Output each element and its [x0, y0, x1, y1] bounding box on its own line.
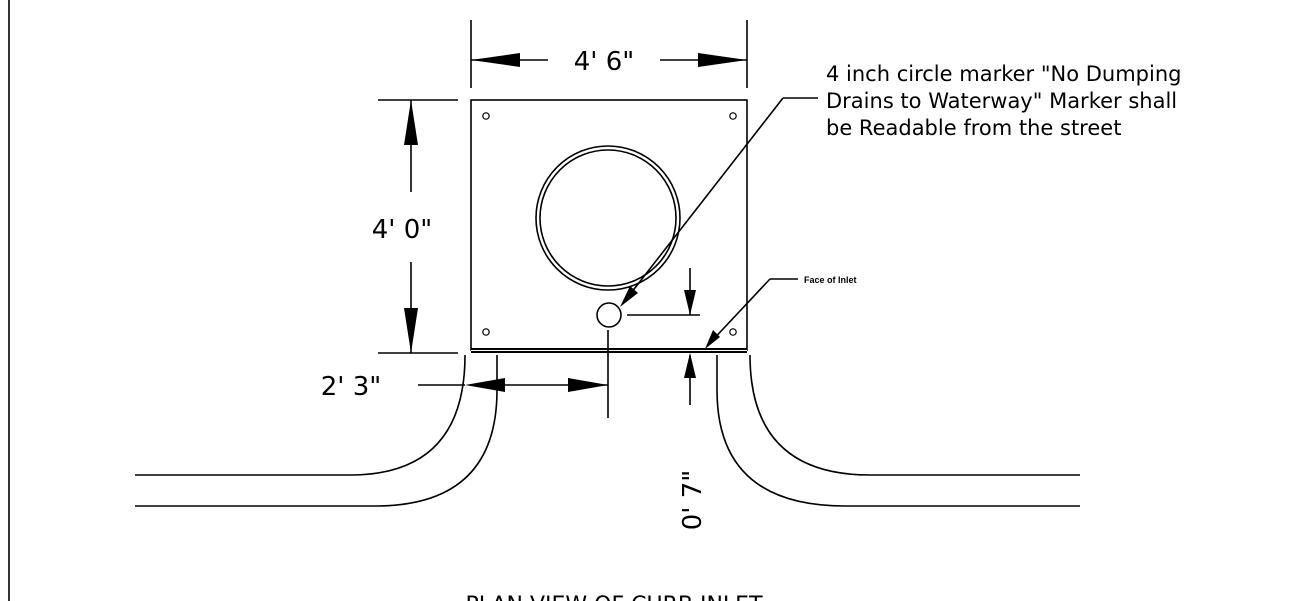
face-of-inlet-label: Face of Inlet: [804, 275, 857, 285]
drawing-title: PLAN VIEW OF CURB INLET: [465, 593, 763, 601]
marker-circle: [596, 302, 622, 328]
bolt-bottom-right: [729, 328, 737, 336]
bolt-top-left: [482, 112, 490, 120]
bolt-bottom-left: [482, 328, 490, 336]
face-offset-dimension: 0' 7": [627, 268, 708, 530]
marker-offset-label: 2' 3": [321, 372, 381, 402]
bolt-top-right: [729, 112, 737, 120]
height-dimension: 4' 0": [372, 99, 458, 354]
width-dimension: 4' 6": [470, 20, 748, 88]
height-dimension-label: 4' 0": [372, 215, 432, 245]
curb-right-inner: [716, 389, 1080, 507]
width-dimension-label: 4' 6": [574, 47, 634, 77]
inlet-box: [470, 99, 748, 351]
curb-left-inner: [135, 389, 498, 507]
marker-offset-dimension: 2' 3": [321, 330, 609, 418]
manhole-outer: [535, 145, 681, 291]
marker-note-line-2: Drains to Waterway" Marker shall: [826, 89, 1177, 113]
marker-note-line-3: be Readable from the street: [826, 116, 1121, 140]
face-offset-label: 0' 7": [678, 470, 708, 530]
marker-leader: [620, 97, 818, 307]
face-of-inlet-leader: [705, 278, 798, 349]
curb-right-outer: [749, 354, 1080, 476]
marker-note-line-1: 4 inch circle marker "No Dumping: [826, 62, 1181, 86]
curb-left-outer: [135, 354, 466, 476]
manhole-inner: [539, 149, 677, 287]
